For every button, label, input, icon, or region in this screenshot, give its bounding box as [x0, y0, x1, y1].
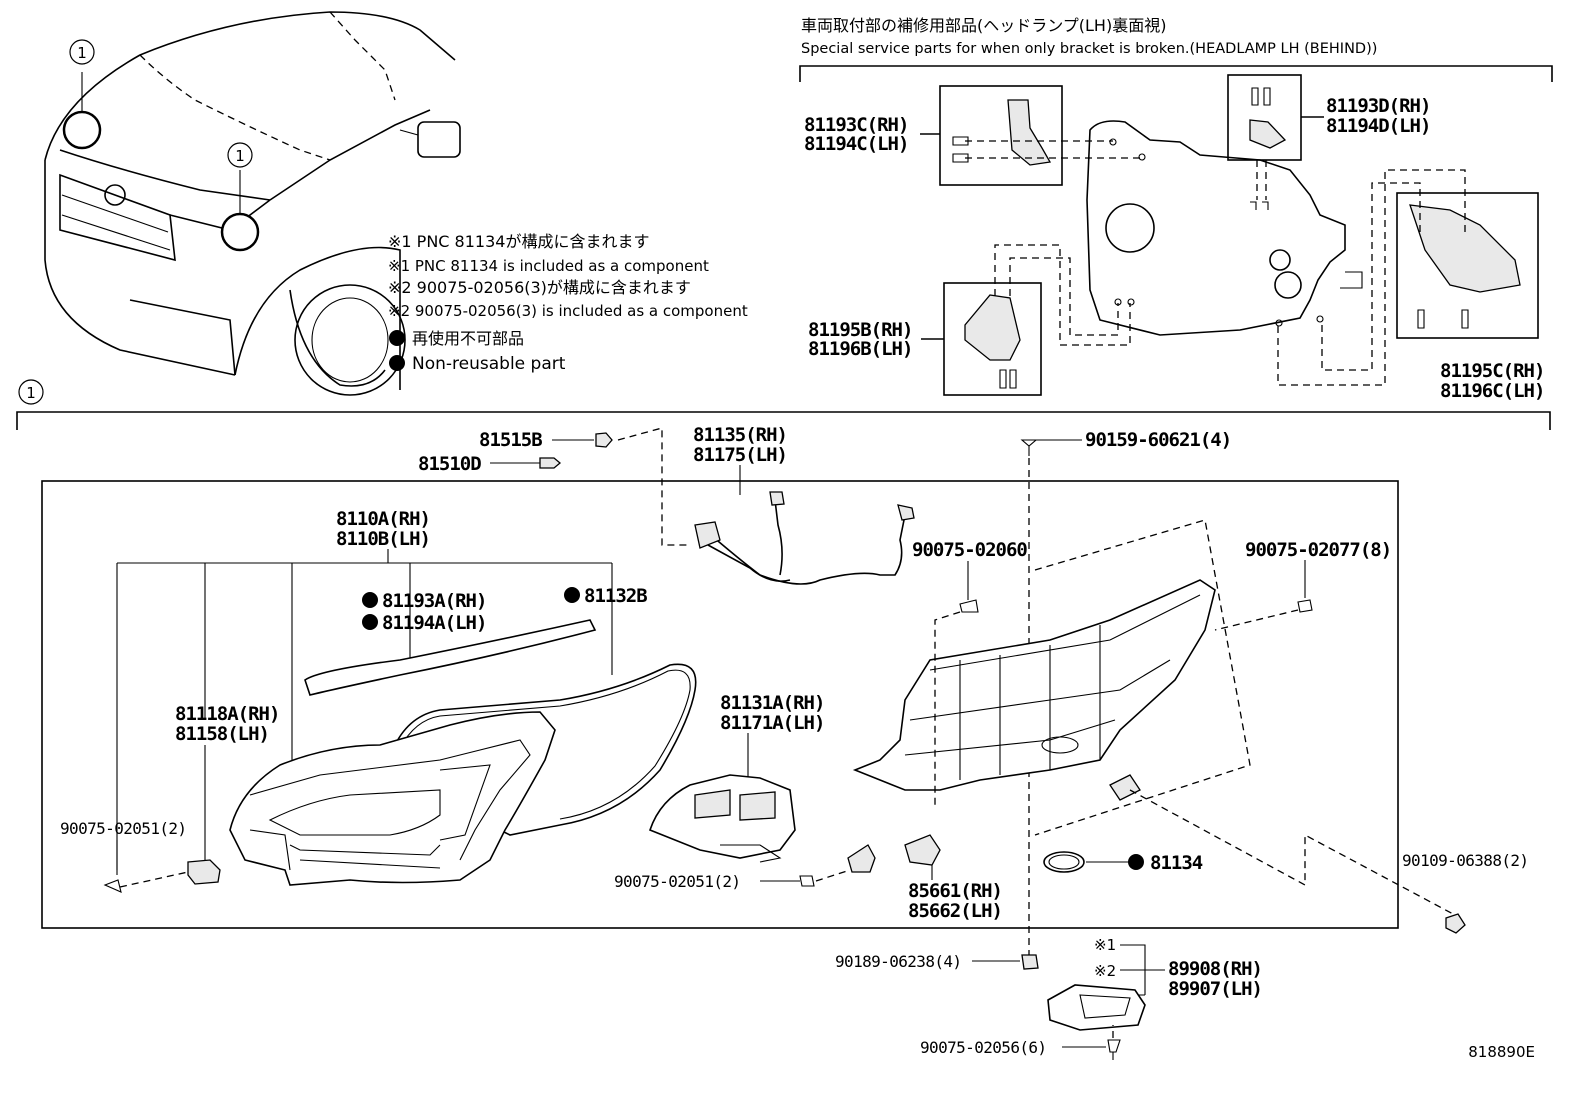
label-85662: 85662(LH) — [908, 900, 1002, 922]
label-81134: 81134 — [1150, 852, 1203, 874]
special-title-en: Special service parts for when only brac… — [801, 41, 1377, 57]
label-81118a: 81118A(RH) — [175, 703, 279, 725]
label-81195b: 81195B(RH) — [808, 319, 912, 341]
nonreuse-81132b-icon — [564, 587, 580, 603]
note2-en: ※2 90075-02056(3) is included as a compo… — [388, 302, 748, 320]
special-service-parts-panel: 車両取付部の補修用部品(ヘッドランプ(LH)裏面視) Special servi… — [799, 16, 1553, 402]
label-90075-02056: 90075-02056(6) — [920, 1038, 1046, 1057]
label-81194c: 81194C(LH) — [804, 133, 908, 155]
callout-marker-1b-label: 1 — [235, 147, 245, 165]
nonreuse-jp: 再使用不可部品 — [412, 329, 524, 348]
label-90075-02077: 90075-02077(8) — [1245, 539, 1391, 561]
label-81193c: 81193C(RH) — [804, 114, 908, 136]
nonreuse-81193a-icon — [362, 592, 378, 608]
legend-notes: ※1 PNC 81134が構成に含まれます ※1 PNC 81134 is in… — [388, 232, 748, 374]
nonreuse-81134-icon — [1128, 854, 1144, 870]
vehicle-front-illustration: 1 1 — [44, 11, 461, 396]
label-81131a: 81131A(RH) — [720, 692, 824, 714]
label-81193d: 81193D(RH) — [1326, 95, 1430, 117]
section-marker-1-label: 1 — [26, 384, 36, 402]
label-89907: 89907(LH) — [1168, 978, 1262, 1000]
label-90075-02051-left: 90075-02051(2) — [60, 819, 186, 838]
label-8110b: 8110B(LH) — [336, 528, 430, 550]
section-marker-1 — [18, 379, 44, 405]
callout-marker-1a-label: 1 — [77, 44, 87, 62]
label-8110a: 8110A(RH) — [336, 508, 430, 530]
label-89908: 89908(RH) — [1168, 958, 1262, 980]
note1-jp: ※1 PNC 81134が構成に含まれます — [388, 232, 649, 251]
assembly-frame — [41, 480, 1399, 929]
callout-marker-1a — [69, 39, 95, 65]
nonreuse-en: Non-reusable part — [412, 354, 566, 374]
label-81194d: 81194D(LH) — [1326, 115, 1430, 137]
ref-note1: ※1 — [1094, 936, 1116, 954]
label-81196c: 81196C(LH) — [1440, 380, 1544, 402]
assembly-section: 1 81515B 81510D 81135(RH) 81175(LH) 9015… — [16, 379, 1551, 1060]
nonreuse-bullet-en-icon — [389, 355, 405, 371]
label-81171a: 81171A(LH) — [720, 712, 824, 734]
nonreuse-bullet-jp-icon — [389, 330, 405, 346]
ref-note2: ※2 — [1094, 962, 1116, 980]
label-90075-02060: 90075-02060 — [912, 539, 1027, 561]
label-81515b: 81515B — [479, 429, 542, 451]
note2-jp: ※2 90075-02056(3)が構成に含まれます — [388, 278, 691, 297]
label-90075-02051-center: 90075-02051(2) — [614, 872, 740, 891]
label-81175: 81175(LH) — [693, 444, 787, 466]
label-81196b: 81196B(LH) — [808, 338, 912, 360]
label-81132b: 81132B — [584, 585, 647, 607]
label-90109: 90109-06388(2) — [1402, 851, 1528, 870]
label-81510d: 81510D — [418, 453, 481, 475]
label-81135: 81135(RH) — [693, 424, 787, 446]
diagram-id: 818890E — [1468, 1043, 1535, 1061]
special-title-jp: 車両取付部の補修用部品(ヘッドランプ(LH)裏面視) — [801, 16, 1166, 35]
label-85661: 85661(RH) — [908, 880, 1002, 902]
label-81158: 81158(LH) — [175, 723, 269, 745]
label-90159: 90159-60621(4) — [1085, 429, 1231, 451]
nonreuse-81194a-icon — [362, 614, 378, 630]
callout-marker-1b — [227, 142, 253, 168]
label-81195c: 81195C(RH) — [1440, 360, 1544, 382]
label-81194a: 81194A(LH) — [382, 612, 486, 634]
label-81193a: 81193A(RH) — [382, 590, 486, 612]
label-90189: 90189-06238(4) — [835, 952, 961, 971]
note1-en: ※1 PNC 81134 is included as a component — [388, 257, 709, 275]
